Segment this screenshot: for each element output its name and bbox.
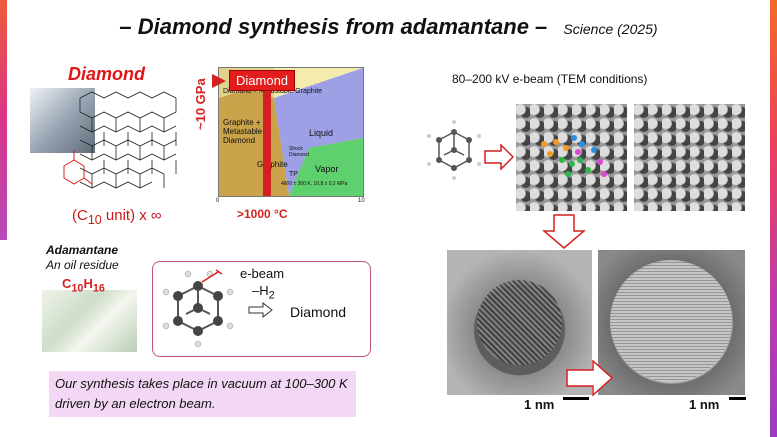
adamantane-photo [42,290,137,352]
lattice-fringes [477,280,562,365]
diamond-gem-photo [30,88,95,153]
label-vapor: Vapor [315,164,339,174]
temperature-arrow [263,86,271,196]
tem-arrow-right-icon [484,144,514,170]
synthesis-caption: Our synthesis takes place in vacuum at 1… [49,371,356,417]
diamond-badge: Diamond [229,70,296,91]
label-shock-diamond: Shock Diamond [289,146,310,158]
adamantane-name: Adamantane [46,243,119,257]
citation-text: Science (2025) [563,21,658,37]
temperature-label: >1000 °C [237,207,288,221]
unit-suffix: unit) x ∞ [101,207,162,224]
lattice-network [79,91,177,189]
region-liquid [274,68,363,196]
adamantane-description: An oil residue [46,258,119,272]
label-tp-conditions: 4800 ± 300 K, 10.8 ± 0.2 MPa [281,181,348,187]
formula-c-sub: 10 [71,282,84,295]
byproduct-minus: –H [252,283,269,298]
pressure-axis-label: ~10 GPa [193,70,211,160]
tem-image-molecules [516,104,627,211]
formula-c: C [62,276,72,291]
region-graphite-metastable-diamond [219,88,289,196]
unit-prefix: (C [72,207,88,224]
diamond-label: Diamond [68,64,146,84]
region-vapor [289,138,363,196]
tem-arrow-right-large-icon [566,360,614,396]
reaction-byproduct: –H2 [252,283,275,302]
scale-label-1: 1 nm [524,397,555,412]
molecule-markers [541,135,607,177]
label-tp: TP [289,171,298,178]
adamantane-molecule-model [162,269,234,348]
formula-h-sub: 16 [92,282,105,295]
scale-bar-2 [729,397,746,400]
x-tick-10: 10 [358,198,365,204]
reaction-arrow-icon [248,302,273,318]
left-accent-bar [0,0,7,240]
title-text: – Diamond synthesis from adamantane – [119,14,548,39]
c10-unit-label: (C10 unit) x ∞ [72,207,162,227]
tem-image-nanocrystal-large [598,250,745,395]
adamantane-formula: C10H16 [62,276,105,295]
scale-bar-1 [563,397,589,400]
tem-image-lattice [634,104,745,211]
x-tick-0: 0 [216,198,220,204]
reaction-box [152,261,371,357]
byproduct-sub: 2 [268,289,275,302]
label-liquid: Liquid [309,128,334,138]
pressure-label: ~10 GPa [193,78,208,130]
unit-sub: 10 [87,213,102,227]
right-accent-bar [770,0,777,437]
formula-h: H [83,276,93,291]
slide-title: – Diamond synthesis from adamantane – Sc… [0,14,777,40]
adamantane-skeleton-model [427,120,481,180]
label-graphite: Graphite [257,160,288,169]
lattice-fringes-large [610,260,732,382]
c10-unit-highlight [63,150,93,185]
diamond-lattice-figure [30,88,177,189]
reaction-condition: e-beam [240,266,285,281]
pressure-arrow-icon [212,74,226,88]
scale-label-2: 1 nm [689,397,720,412]
tem-conditions: 80–200 kV e-beam (TEM conditions) [452,72,648,86]
bond-cleavage-mark [201,269,223,283]
label-graphite-metastable-diamond: Graphite + Metastable Diamond [223,118,263,145]
label-diamond-metastable-graphite: Diamond + Metastable Graphite [223,88,323,95]
reaction-product: Diamond [290,304,347,320]
tem-arrow-down-icon [542,214,586,249]
